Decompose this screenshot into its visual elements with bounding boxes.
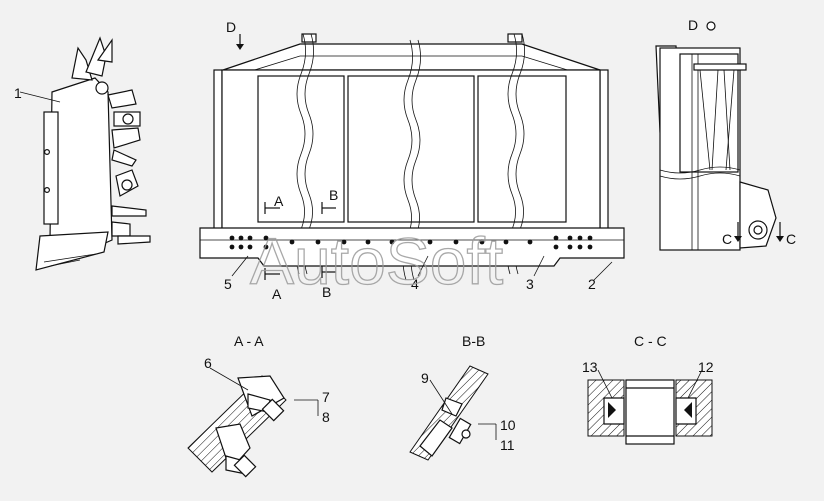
section-c-right-label: C (786, 231, 796, 247)
callout-9: 9 (421, 370, 429, 386)
view-d (655, 21, 784, 251)
side-view (19, 36, 151, 271)
section-a-bottom-label: A (272, 286, 282, 302)
section-a-top-label: A (274, 193, 284, 209)
callout-7: 7 (322, 389, 330, 405)
front-view (199, 33, 625, 281)
section-b-bottom-label: B (322, 284, 331, 300)
callout-8: 8 (322, 409, 330, 425)
callout-6: 6 (204, 355, 212, 371)
callout-13: 13 (582, 359, 598, 375)
callout-5: 5 (224, 276, 232, 292)
bolt-row (229, 235, 593, 250)
callout-1: 1 (14, 85, 22, 101)
labels: 1 2 3 4 5 6 7 8 9 10 11 12 13 D D C C A … (14, 17, 796, 453)
callout-10: 10 (500, 417, 516, 433)
watermark: AutoSoft (250, 224, 503, 298)
view-d-title: D (688, 17, 698, 33)
section-c-left-label: C (722, 231, 732, 247)
callout-2: 2 (588, 276, 596, 292)
section-title-aa: A - A (234, 333, 264, 349)
callout-12: 12 (698, 359, 714, 375)
section-title-cc: C - C (634, 333, 667, 349)
callout-4: 4 (411, 276, 419, 292)
callout-3: 3 (526, 276, 534, 292)
section-c-c (587, 369, 713, 445)
section-b-b (409, 365, 497, 461)
section-b-top-label: B (329, 187, 338, 203)
callout-11: 11 (500, 437, 515, 453)
section-title-bb: B-B (462, 333, 485, 349)
view-d-arrow-label: D (226, 19, 236, 35)
section-a-a (187, 367, 319, 478)
